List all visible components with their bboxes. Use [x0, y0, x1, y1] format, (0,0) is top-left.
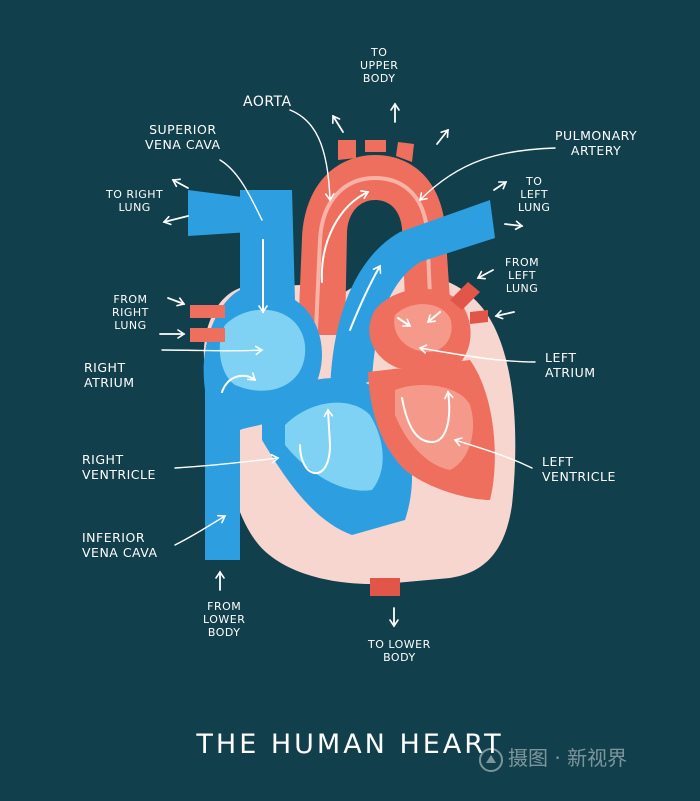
label-left-atrium: LEFT ATRIUM	[545, 350, 596, 380]
flow-arrows	[221, 190, 454, 475]
watermark-logo-icon	[479, 747, 503, 772]
right-pulmonary-vein-lower	[190, 328, 225, 342]
right-ventricle	[262, 378, 413, 535]
watermark-text: 摄图 · 新视界	[508, 746, 628, 770]
label-to-right-lung: TO RIGHT LUNG	[106, 188, 164, 214]
right-pulmonary-vein-upper	[190, 305, 225, 318]
left-atrium	[369, 282, 488, 370]
label-from-left-lung: FROM LEFT LUNG	[505, 256, 540, 295]
label-right-atrium: RIGHT ATRIUM	[84, 360, 135, 390]
left-ventricle	[368, 360, 495, 500]
arrow-icon	[159, 102, 524, 628]
label-left-ventricle: LEFT VENTRICLE	[542, 454, 616, 484]
diagram-title: THE HUMAN HEART	[196, 729, 504, 760]
label-aorta: AORTA	[243, 94, 292, 110]
label-to-upper-body: TO UPPER BODY	[360, 46, 399, 85]
label-from-right-lung: FROM RIGHT LUNG	[112, 293, 149, 332]
watermark: 摄图 · 新视界	[478, 742, 627, 773]
label-to-left-lung: TO LEFT LUNG	[518, 175, 551, 214]
label-pulmonary-artery: PULMONARY ARTERY	[555, 128, 638, 158]
leader-lines	[161, 109, 556, 546]
label-from-lower-body: FROM LOWER BODY	[203, 600, 246, 639]
pulmonary-artery	[330, 200, 495, 400]
descending-aorta	[370, 578, 400, 596]
label-inferior-vena-cava: INFERIOR VENA CAVA	[82, 530, 158, 560]
label-to-lower-body: TO LOWER BODY	[368, 638, 431, 664]
label-right-ventricle: RIGHT VENTRICLE	[82, 452, 156, 482]
label-superior-vena-cava: SUPERIOR VENA CAVA	[145, 122, 221, 152]
